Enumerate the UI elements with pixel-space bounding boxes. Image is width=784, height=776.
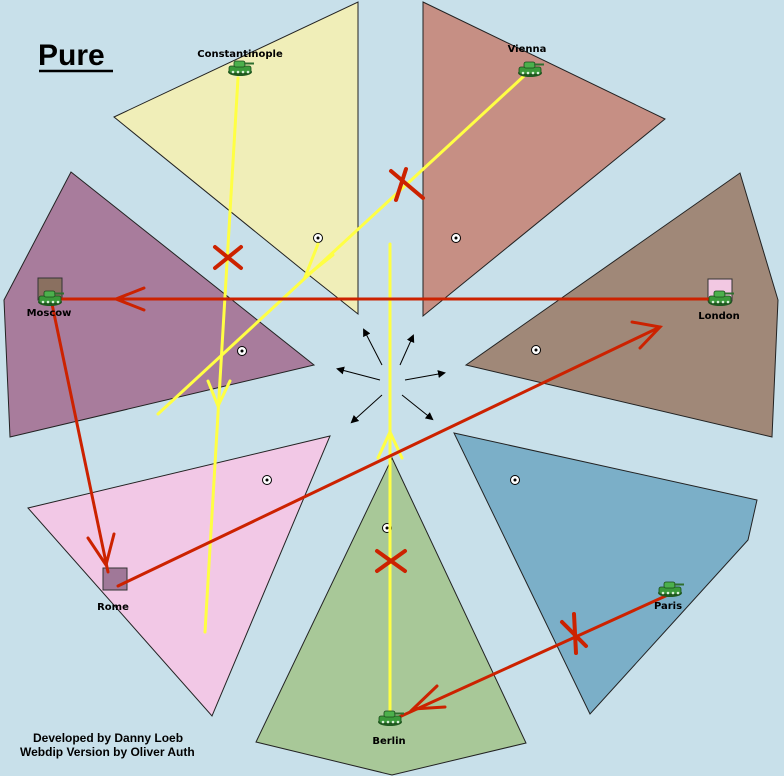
center-arrows <box>336 328 446 424</box>
label-london: London <box>698 311 740 322</box>
label-rome: Rome <box>97 602 129 613</box>
territory-london[interactable] <box>464 172 779 438</box>
supply-center-icon <box>313 233 323 243</box>
supply-center-icon <box>237 346 247 356</box>
supply-center-icon <box>510 475 520 485</box>
territory-vienna[interactable] <box>422 1 666 318</box>
failed-marks <box>213 167 588 655</box>
map-title: Pure <box>38 39 105 72</box>
label-berlin: Berlin <box>372 736 405 747</box>
territory-rome[interactable] <box>27 435 331 717</box>
support-lines <box>156 74 526 718</box>
territory-moscow[interactable] <box>3 171 316 438</box>
territory-paris[interactable] <box>453 432 758 715</box>
label-moscow: Moscow <box>27 308 72 319</box>
credit-line-2: Webdip Version by Oliver Auth <box>20 745 195 759</box>
supply-center-icon <box>451 233 461 243</box>
supply-center-icon <box>262 475 272 485</box>
territory-constantinople[interactable] <box>113 1 359 316</box>
credit-line-1: Developed by Danny Loeb <box>33 731 183 745</box>
move-arrows <box>50 286 720 720</box>
label-vienna: Vienna <box>508 44 547 55</box>
label-constantinople: Constantinople <box>197 49 283 60</box>
label-paris: Paris <box>654 601 682 612</box>
supply-center-icon <box>531 345 541 355</box>
